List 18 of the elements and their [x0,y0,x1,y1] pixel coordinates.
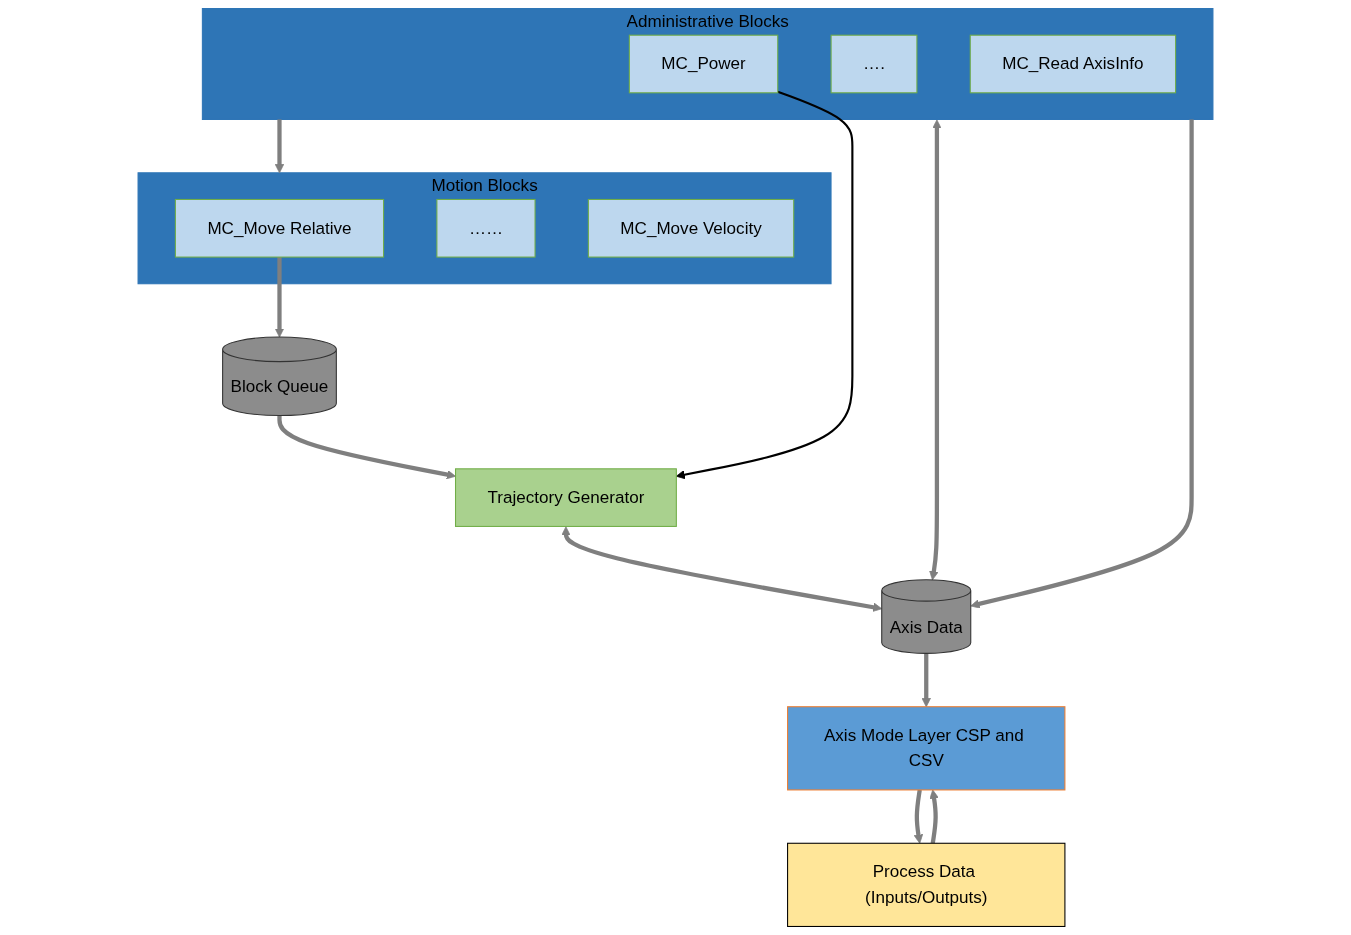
arrow [929,119,942,581]
arrow [929,789,939,844]
arrow [561,526,883,612]
arrow [277,415,456,480]
arrow [970,119,1194,609]
node-box: Process Data (Inputs/Outputs) [787,842,1066,927]
node-box: …… [436,198,536,258]
arrow [921,653,931,708]
arrow [274,119,285,174]
node-box: MC_Power [628,34,779,94]
node-box: MC_Move Velocity [587,198,795,258]
node-box: Axis Mode Layer CSP and CSV [787,706,1066,791]
arrow [913,789,924,844]
arrow [274,257,285,338]
node-box: MC_Read AxisInfo [969,34,1177,94]
node-box: MC_Move Relative [174,198,385,258]
node-box: …. [830,34,918,94]
node-box: Trajectory Generator [455,468,677,527]
